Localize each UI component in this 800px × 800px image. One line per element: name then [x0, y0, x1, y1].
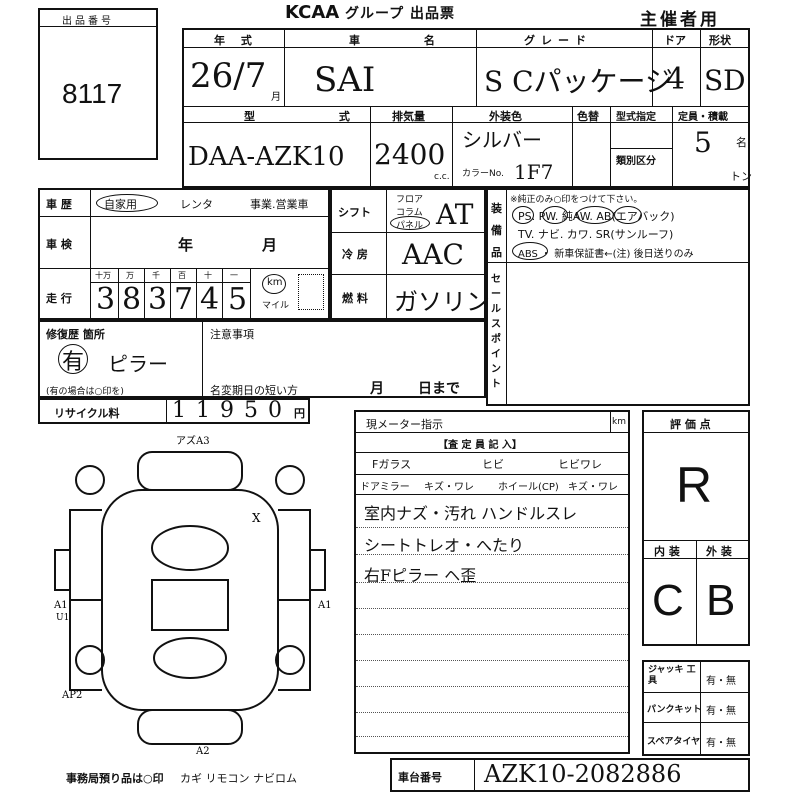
- rear-right-wheel: [275, 645, 305, 675]
- chassis-value: DAA-AZK10: [188, 142, 345, 172]
- windshield-shape: [151, 525, 229, 571]
- recycle-block: リサイクル料 11950 円: [38, 398, 310, 424]
- damage-mark-left2: U1: [56, 613, 69, 623]
- recycle-value: 11950: [172, 398, 292, 423]
- history-block: 車 歴 車 検 走 行 自家用 レンタ 事業.営業車 年 月 十万 万 千 百 …: [38, 188, 330, 320]
- car-diagram: アズA3 A1 U1 A1 X AP2 A2: [53, 434, 332, 757]
- vin-block: 車台番号 AZK10-2082886: [390, 758, 750, 792]
- fuel-value: ガソリン: [394, 288, 490, 316]
- aircon-value: AAC: [402, 238, 464, 271]
- shift-block: シフト フロア コラム パネル AT 冷 房 AAC 燃 料 ガソリン: [330, 188, 490, 320]
- damage-mark-bottom: A2: [195, 746, 210, 757]
- car-rear: [137, 709, 243, 745]
- year-value: 26/7: [190, 56, 267, 96]
- exterior-value: B: [706, 576, 736, 625]
- color-value: シルバー: [462, 128, 542, 152]
- organizer-label: 主催者用: [640, 10, 720, 30]
- front-right-wheel: [275, 465, 305, 495]
- damage-mark-rear-left: AP2: [61, 690, 82, 701]
- doors-value: 4: [666, 62, 686, 97]
- shift-value: AT: [436, 198, 474, 231]
- office-note: 事務局預り品は○印: [66, 772, 164, 785]
- header-title: グループ 出品票: [345, 6, 456, 22]
- grade-value: S Cパッケージ: [484, 65, 673, 98]
- interior-value: C: [652, 576, 684, 625]
- lot-label: 出品番号: [62, 16, 114, 27]
- repair-value: 有: [62, 350, 85, 375]
- rear-window-shape: [153, 637, 227, 679]
- repair-remark: ピラー: [108, 352, 168, 376]
- capacity-value: 5: [694, 126, 712, 159]
- lot-number-box: 出品番号 8117: [38, 8, 158, 160]
- rear-left-wheel: [75, 645, 105, 675]
- car-front: [137, 451, 243, 491]
- office-items: カギ リモコン ナビロム: [180, 772, 297, 785]
- repair-block: 修復歴 箇所 有 ピラー (有の場合は○印を) 注意事項 名変期日の短い方 月 …: [38, 320, 486, 398]
- color-no-value: 1F7: [514, 160, 554, 184]
- displacement-value: 2400: [374, 138, 446, 171]
- body-value: SD: [704, 64, 746, 97]
- score-value: R: [676, 457, 713, 513]
- model-value: SAI: [314, 60, 376, 100]
- score-block: 評 価 点 R 内 装 外 装 C B: [642, 410, 750, 646]
- inspector-block: 現メーター指示 km 【査 定 員 記 入】 Fガラス ヒビ ヒビワレ ドアミラ…: [354, 410, 630, 754]
- selected-history-circle: [96, 194, 158, 212]
- equipment-block: 装備品 ※純正のみ○印をつけて下さい。 PS. PW. 純AW. AB(エアバッ…: [486, 188, 750, 406]
- damage-mark-side: X: [252, 511, 261, 525]
- tools-block: ジャッキ 工 具 パンクキット スペアタイヤ 有・無 有・無 有・無: [642, 660, 750, 756]
- header-brand: KCAA: [285, 2, 340, 23]
- vin-value: AZK10-2082886: [484, 760, 682, 788]
- vehicle-table: 年 式 車 名 グレード ドア 形状 26/7 月 SAI S Cパッケージ 4…: [182, 28, 752, 188]
- front-left-wheel: [75, 465, 105, 495]
- damage-mark-right: A1: [317, 600, 332, 611]
- damage-mark-top: アズA3: [176, 434, 210, 447]
- damage-mark-left: A1: [53, 600, 68, 611]
- lot-number: 8117: [62, 78, 123, 109]
